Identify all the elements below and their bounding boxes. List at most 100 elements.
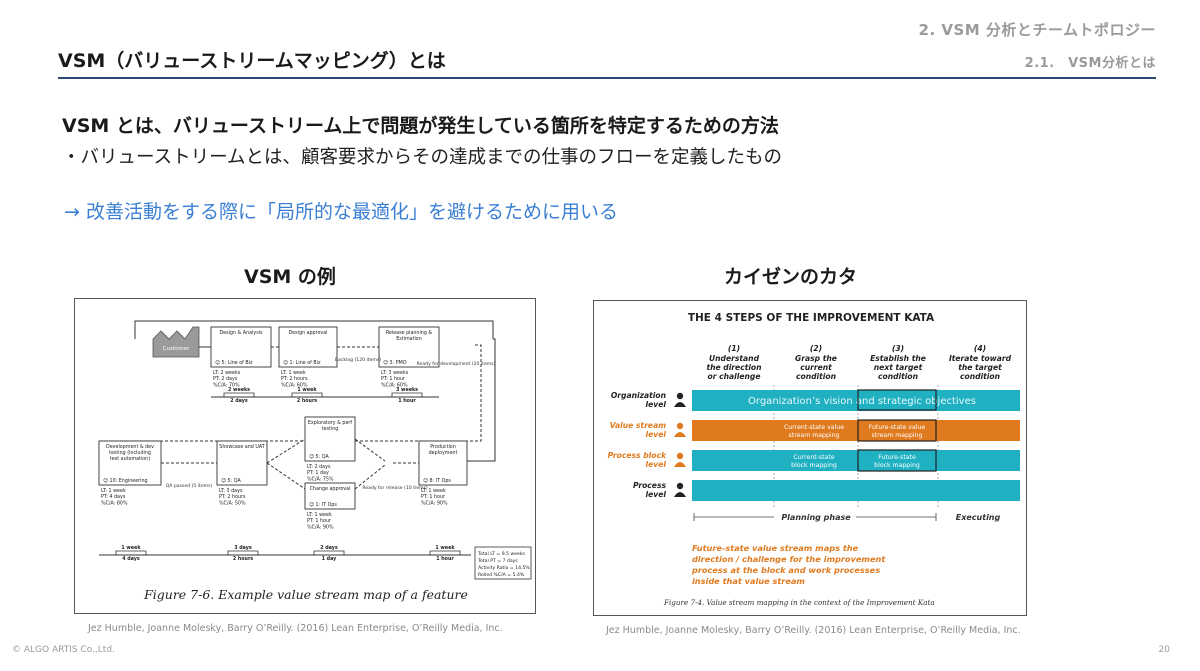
vsm-box-metric: LT: 2 weeks — [213, 370, 241, 376]
vsm-box-owner: ☺ 5: QA — [221, 478, 241, 484]
kata-step-number: (4) — [974, 344, 986, 353]
vsm-box-title: Design & Analysis — [219, 330, 263, 336]
vsm-box-title: Release planning & — [386, 330, 433, 336]
timeline-lt: 1 week — [121, 545, 141, 551]
vsm-box-title: Design approval — [288, 330, 327, 336]
activity-ratio: Activity Ratio = 14.5% — [478, 565, 530, 571]
vsm-box-owner: ☺ 3: PMO — [383, 360, 407, 366]
lead-statement: VSM とは、バリューストリーム上で問題が発生している箇所を特定するための方法 — [62, 115, 779, 137]
pb-current-2: block mapping — [791, 462, 837, 469]
figure-left-heading: VSM の例 — [244, 266, 336, 288]
kata-step-number: (1) — [728, 344, 740, 353]
timeline-pt: 4 days — [122, 556, 140, 562]
kata-level-bar — [692, 450, 1020, 471]
figure-left-credit: Jez Humble, Joanne Molesky, Barry O’Reil… — [88, 623, 503, 634]
kata-step-text: condition — [878, 372, 918, 381]
vsm-box-owner: ☺ 8: IT Ops — [423, 478, 451, 484]
kata-level-bar — [692, 480, 1020, 501]
figure-right-heading: カイゼンのカタ — [724, 266, 858, 288]
timeline-step — [291, 392, 323, 397]
arrow-showcase-exploratory — [266, 438, 306, 464]
rolled-ca: Rolled %C/A = 5.4% — [478, 572, 525, 578]
copyright: © ALGO ARTIS Co.,Ltd. — [12, 645, 115, 655]
vsm-box-metric: %C/A: 60% — [381, 382, 408, 388]
bullet-point: ・バリューストリームとは、顧客要求からその達成までの仕事のフローを定義したもの — [62, 147, 783, 168]
vsm-box-metric: %C/A: 75% — [307, 476, 334, 482]
improvement-kata-figure: THE 4 STEPS OF THE IMPROVEMENT KATA (1)U… — [593, 300, 1027, 616]
kata-level-label: level — [646, 460, 667, 469]
loop-line-top — [134, 320, 494, 339]
arrow-showcase-change — [266, 462, 306, 490]
kata-step-text: the direction — [706, 363, 761, 372]
vsm-box-title: deployment — [429, 450, 458, 456]
vsm-box-title: Exploratory & perf — [308, 420, 352, 426]
kata-step-text: Establish the — [870, 354, 926, 363]
kata-step-text: current — [800, 363, 832, 372]
vsm-box-metric: PT: 2 days — [213, 376, 238, 382]
vsm-box-metric: LT: 3 days — [219, 488, 243, 494]
planning-phase-label: Planning phase — [781, 513, 851, 522]
person-icon-body — [674, 492, 686, 497]
kata-level-bar — [692, 420, 1020, 441]
kata-diagram: THE 4 STEPS OF THE IMPROVEMENT KATA (1)U… — [608, 312, 1020, 607]
vsm-box-title: Change approval — [310, 486, 351, 492]
customer-factory-icon: Customer — [152, 326, 200, 358]
timeline-lt: 1 week — [435, 545, 455, 551]
phase-bracket — [693, 513, 937, 521]
timeline-pt: 1 hour — [398, 398, 416, 404]
queue-backlog: Backlog (120 items) — [335, 357, 381, 363]
pb-future-2: block mapping — [874, 462, 920, 469]
kata-level-label: Organization — [611, 391, 666, 400]
vsm-box-owner: ☺ 1: Line of Biz — [283, 360, 321, 366]
arrow-exploratory-ready — [354, 438, 386, 462]
vsm-box-title: Showcase and UAT — [219, 444, 264, 450]
customer-label: Customer — [163, 346, 190, 352]
queue-ready-dev: Ready for development (20 items) — [417, 361, 496, 367]
vsm-box-metric: %C/A: 90% — [307, 524, 334, 530]
vsm-diagram: Customer Design & Analysis☺ 5: Line of B… — [98, 320, 532, 602]
person-icon-body — [674, 432, 686, 437]
timeline-pt: 2 hours — [233, 556, 253, 562]
vs-future-2: stream mapping — [872, 432, 923, 439]
vsm-box-title: Estimation — [396, 336, 422, 342]
slide-title: VSM（バリューストリームマッピング）とは — [58, 50, 446, 72]
vsm-box-metric: %C/A: 90% — [421, 500, 448, 506]
vsm-process-box: Release planning &Estimation☺ 3: PMOLT: … — [378, 326, 440, 388]
pb-future-1: Future-state — [878, 454, 916, 461]
timeline-pt: 2 days — [230, 398, 248, 404]
kata-step-text: or challenge — [708, 372, 761, 381]
timeline-lt: 2 weeks — [228, 387, 250, 393]
executing-label: Executing — [956, 513, 1001, 522]
note-line-4: inside that value stream — [692, 576, 805, 586]
vsm-box-metric: PT: 1 hour — [421, 494, 445, 500]
title-divider — [58, 77, 1156, 79]
timeline-pt: 1 day — [322, 556, 338, 562]
vsm-box-metric: %C/A: 50% — [219, 500, 246, 506]
totals-box: Total LT = 9.5 weeks Total PT = 7 days A… — [474, 546, 532, 580]
vsm-box-title: Development & dev — [106, 444, 154, 450]
person-icon-body — [674, 402, 686, 407]
page-number: 20 — [1158, 645, 1170, 655]
vsm-box-metric: PT: 1 hour — [381, 376, 405, 382]
vsm-example-figure: Customer Design & Analysis☺ 5: Line of B… — [74, 298, 536, 614]
timeline-lt: 3 weeks — [396, 387, 418, 393]
vsm-box-metric: PT: 1 day — [307, 470, 329, 476]
person-icon — [676, 452, 684, 460]
kata-title: THE 4 STEPS OF THE IMPROVEMENT KATA — [688, 312, 935, 324]
vs-current-1: Current-state value — [784, 424, 844, 431]
timeline-pt: 2 hours — [297, 398, 317, 404]
person-icon — [676, 482, 684, 490]
vsm-box-title: testing (including — [109, 450, 151, 456]
vsm-box-title: test automation) — [110, 456, 150, 462]
vsm-box-metric: LT: 2 days — [307, 464, 331, 470]
kata-step-text: the target — [958, 363, 1002, 372]
subsection-label: 2.1. VSM分析とは — [1024, 56, 1156, 71]
timeline-step — [313, 550, 345, 555]
vsm-box-owner: ☺ 5: QA — [309, 454, 329, 460]
timeline-step — [391, 392, 423, 397]
